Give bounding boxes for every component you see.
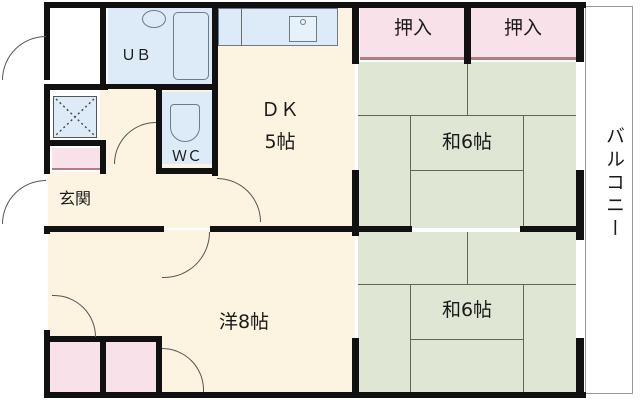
dk-size-label: 5帖 [264, 131, 296, 153]
kitchen-counter [218, 8, 338, 46]
closet-bottom-left [50, 338, 100, 392]
oshiire-left-label: 押入 [393, 17, 432, 39]
storage-door[interactable] [2, 36, 46, 80]
closet-bottom-right [106, 342, 158, 392]
dk-label: ＤＫ [260, 99, 299, 121]
wc-label: ＷＣ [171, 147, 202, 165]
oshiire-left [360, 8, 464, 60]
balcony-area [585, 6, 633, 394]
youshitsu-label: 洋8帖 [218, 311, 270, 333]
sink-icon [289, 16, 317, 42]
toilet-icon [170, 104, 200, 142]
entrance-door[interactable] [2, 180, 46, 224]
washer-cross-icon [55, 98, 95, 136]
genkan-label: 玄関 [58, 189, 91, 208]
washer-space [53, 96, 97, 138]
genkan-floor [48, 172, 103, 228]
oshiire-right [470, 8, 576, 60]
shoe-closet [52, 148, 102, 170]
washitsu-top-label: 和6帖 [441, 131, 493, 153]
balcony-label: バルコニー [603, 126, 625, 241]
ub-label: ＵＢ [120, 46, 151, 64]
washitsu-bottom-label: 和6帖 [441, 299, 493, 321]
faucet-icon [300, 19, 306, 25]
bathtub-icon [173, 12, 209, 80]
washbasin-icon [142, 10, 166, 28]
oshiire-right-label: 押入 [503, 17, 542, 39]
